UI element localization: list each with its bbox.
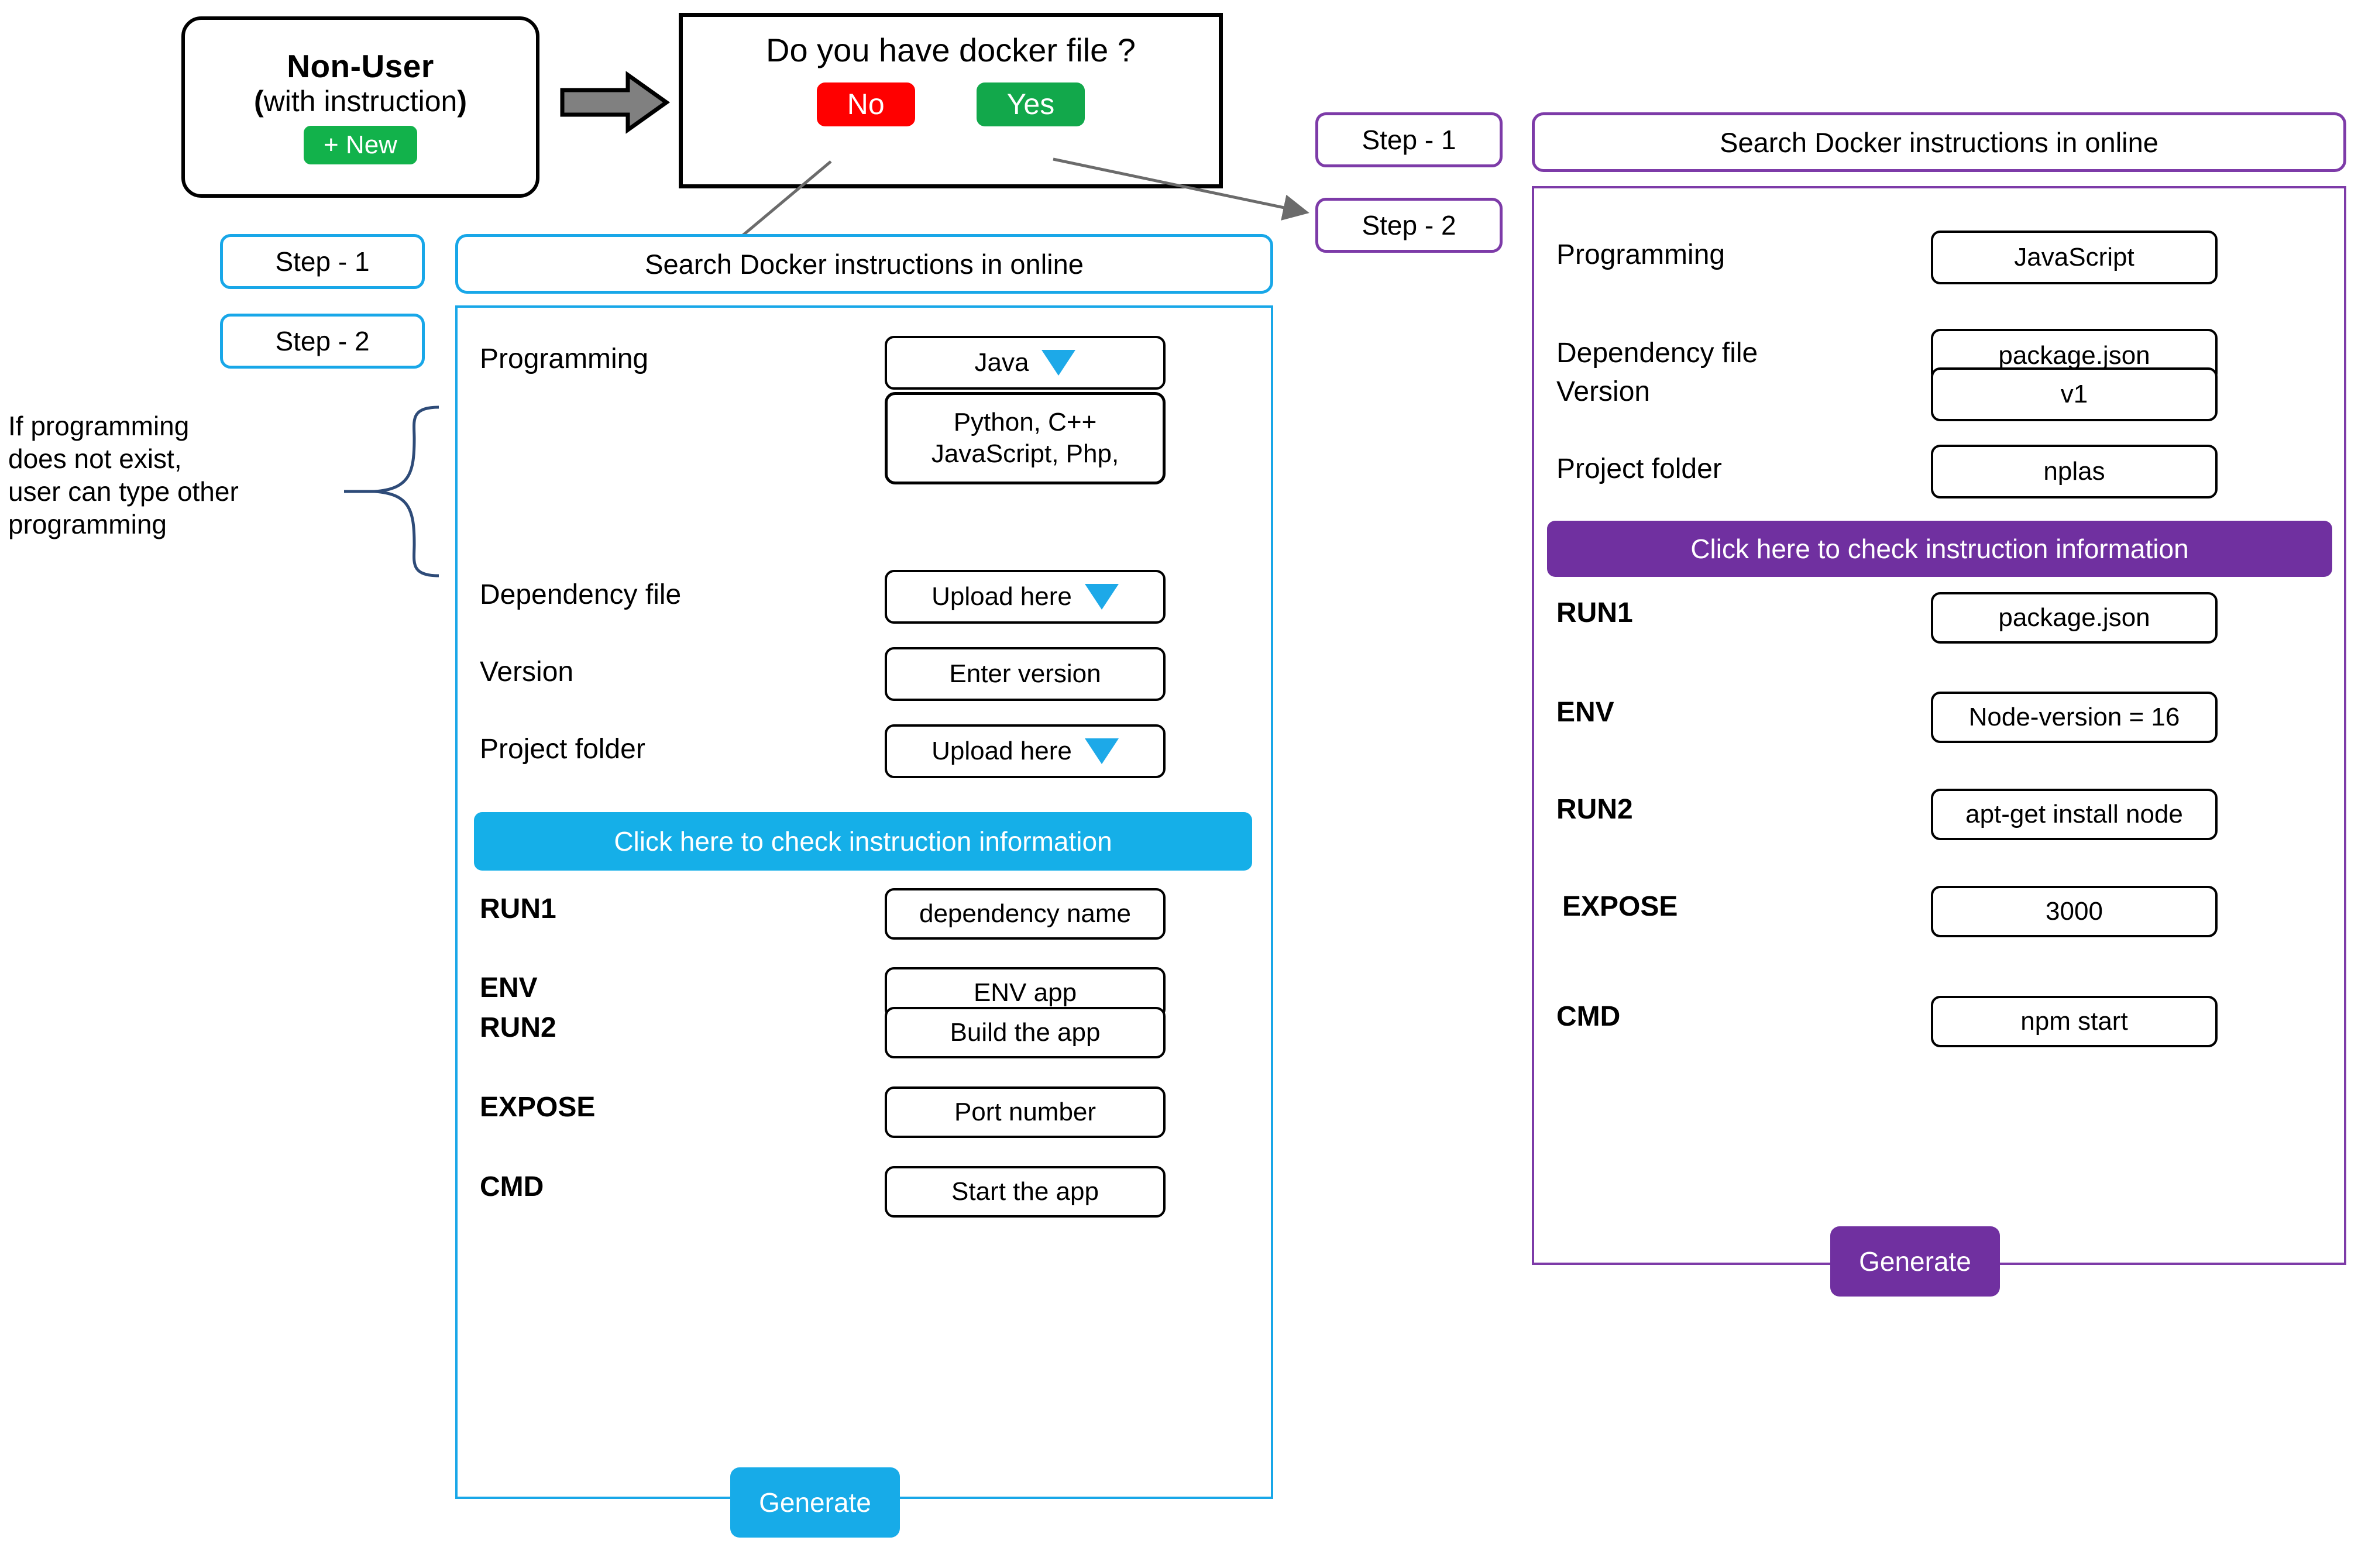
right-field-version[interactable]: v1 [1931, 367, 2218, 421]
right-field-run2[interactable]: apt-get install node [1931, 789, 2218, 840]
left-field-run2[interactable]: Build the app [885, 1007, 1166, 1058]
left-label-version: Version [480, 656, 574, 687]
right-field-env[interactable]: Node-version = 16 [1931, 692, 2218, 743]
docker-yes-button[interactable]: Yes [976, 82, 1085, 126]
chevron-down-icon[interactable] [1084, 738, 1119, 764]
chevron-down-icon[interactable] [1041, 350, 1076, 376]
non-user-title: Non-User [287, 47, 434, 84]
right-label-run1: RUN1 [1556, 597, 1633, 628]
left-field-project-folder-value: Upload here [931, 737, 1072, 765]
right-field-expose[interactable]: 3000 [1931, 886, 2218, 937]
right-label-run2: RUN2 [1556, 794, 1633, 825]
right-check-instruction-button[interactable]: Click here to check instruction informat… [1547, 521, 2332, 577]
docker-no-button[interactable]: No [816, 82, 915, 126]
right-field-programming-value: JavaScript [2014, 243, 2134, 271]
left-field-expose-value: Port number [954, 1098, 1096, 1126]
non-user-subtitle: (with instruction) [254, 85, 467, 118]
left-programming-dropdown-options[interactable]: Python, C++ JavaScript, Php, [885, 392, 1166, 484]
left-label-run1: RUN1 [480, 893, 556, 924]
right-step-2-pill[interactable]: Step - 2 [1315, 198, 1503, 253]
annotation-note: If programming does not exist, user can … [8, 410, 348, 541]
left-step-1-pill[interactable]: Step - 1 [220, 234, 425, 289]
annotation-line-2: does not exist, [8, 443, 182, 474]
annotation-line-1: If programming [8, 411, 190, 441]
right-field-dependency-file-value: package.json [1998, 341, 2150, 370]
right-label-dependency-file: Dependency file [1556, 338, 1758, 369]
annotation-line-3: user can type other [8, 476, 239, 507]
right-label-expose: EXPOSE [1562, 891, 1678, 922]
left-field-run2-value: Build the app [950, 1018, 1101, 1047]
right-field-programming[interactable]: JavaScript [1931, 231, 2218, 284]
left-field-programming[interactable]: Java [885, 336, 1166, 390]
right-panel-header: Search Docker instructions in online [1532, 112, 2346, 172]
left-label-cmd: CMD [480, 1171, 544, 1202]
right-panel: Programming JavaScript Dependency file p… [1532, 186, 2346, 1265]
dropdown-option-2[interactable]: JavaScript, Php, [931, 439, 1119, 468]
left-step-2-pill[interactable]: Step - 2 [220, 314, 425, 369]
right-field-run1-value: package.json [1998, 603, 2150, 632]
right-field-env-value: Node-version = 16 [1968, 703, 2180, 731]
left-field-programming-value: Java [974, 348, 1029, 377]
right-field-run1[interactable]: package.json [1931, 592, 2218, 644]
dropdown-option-1[interactable]: Python, C++ [953, 408, 1097, 437]
docker-question-card: Do you have docker file ? No Yes [679, 13, 1223, 188]
right-field-expose-value: 3000 [2046, 897, 2103, 926]
left-label-programming: Programming [480, 343, 649, 374]
left-label-expose: EXPOSE [480, 1092, 596, 1123]
right-field-version-value: v1 [2060, 380, 2088, 408]
add-new-button[interactable]: + New [304, 126, 417, 165]
right-label-env: ENV [1556, 697, 1614, 728]
curly-brace-icon [339, 404, 445, 579]
left-check-instruction-button[interactable]: Click here to check instruction informat… [474, 812, 1252, 871]
docker-question-text: Do you have docker file ? [766, 32, 1136, 68]
right-label-cmd: CMD [1556, 1001, 1621, 1032]
left-field-version-value: Enter version [949, 659, 1101, 688]
left-label-run2: RUN2 [480, 1012, 556, 1043]
non-user-title-text: Non-User [287, 47, 434, 84]
right-label-project-folder: Project folder [1556, 453, 1722, 484]
left-generate-button[interactable]: Generate [730, 1467, 900, 1538]
left-field-project-folder[interactable]: Upload here [885, 724, 1166, 778]
left-panel: Programming Java Python, C++ JavaScript,… [455, 305, 1273, 1499]
annotation-line-4: programming [8, 509, 167, 540]
chevron-down-icon[interactable] [1084, 584, 1119, 610]
left-field-run1-value: dependency name [919, 899, 1132, 928]
left-label-env: ENV [480, 972, 538, 1003]
right-step-1-pill[interactable]: Step - 1 [1315, 112, 1503, 167]
non-user-subtitle-text: with instruction [263, 85, 458, 118]
non-user-subtitle-close: ) [457, 85, 467, 118]
right-field-cmd[interactable]: npm start [1931, 996, 2218, 1047]
flow-arrow-icon [559, 70, 671, 135]
non-user-card: Non-User (with instruction) + New [181, 16, 539, 198]
left-field-dependency-file[interactable]: Upload here [885, 570, 1166, 624]
right-field-project-folder[interactable]: nplas [1931, 445, 2218, 498]
docker-answer-buttons: No Yes [816, 82, 1085, 126]
left-label-dependency-file: Dependency file [480, 579, 682, 610]
left-field-version[interactable]: Enter version [885, 647, 1166, 701]
non-user-subtitle-open: ( [253, 85, 264, 118]
left-panel-header: Search Docker instructions in online [455, 234, 1273, 294]
left-field-expose[interactable]: Port number [885, 1086, 1166, 1138]
left-field-cmd-value: Start the app [951, 1177, 1099, 1206]
left-field-run1[interactable]: dependency name [885, 888, 1166, 940]
right-label-version: Version [1556, 376, 1651, 407]
right-field-cmd-value: npm start [2020, 1007, 2128, 1036]
left-field-dependency-file-value: Upload here [931, 582, 1072, 611]
left-field-cmd[interactable]: Start the app [885, 1166, 1166, 1218]
left-field-env-value: ENV app [973, 978, 1077, 1007]
right-field-run2-value: apt-get install node [1965, 800, 2183, 828]
right-label-programming: Programming [1556, 239, 1725, 270]
right-generate-button[interactable]: Generate [1830, 1226, 2000, 1297]
right-field-project-folder-value: nplas [2043, 457, 2105, 486]
left-label-project-folder: Project folder [480, 734, 645, 765]
